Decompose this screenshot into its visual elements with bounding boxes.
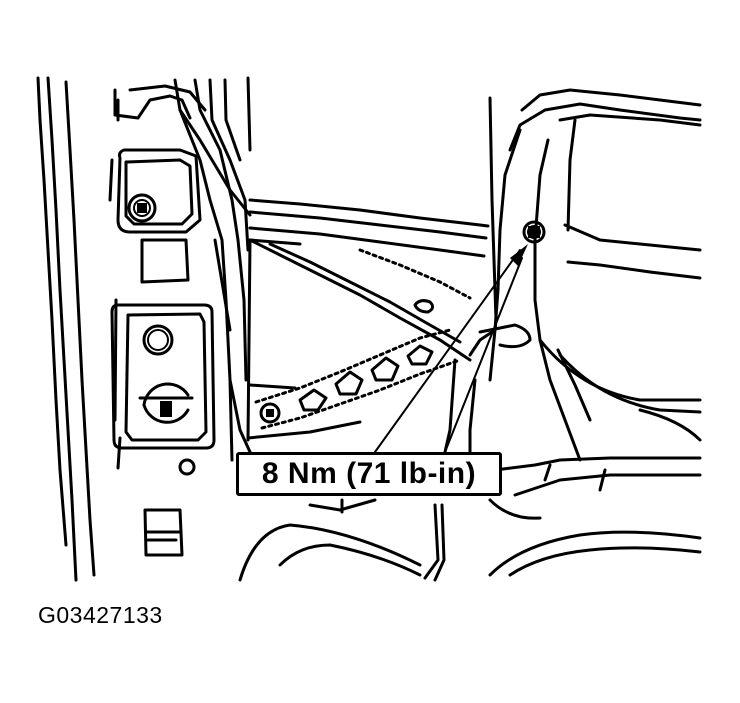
diagonal-panel <box>246 238 472 442</box>
small-tab <box>140 238 190 284</box>
trim-bars <box>248 198 490 258</box>
center-pillar <box>173 76 252 462</box>
torque-label: 8 Nm (71 lb-in) <box>261 457 477 490</box>
small-hole <box>178 458 196 476</box>
mid-verticals <box>443 328 497 454</box>
bolt-upper-left <box>127 193 157 223</box>
leader-lines <box>374 244 528 453</box>
lattice-strip <box>246 328 462 440</box>
right-door-frame <box>478 88 702 462</box>
switch-housing <box>110 303 216 450</box>
lower-left-block <box>143 508 184 557</box>
torque-callout: 8 Nm (71 lb-in) <box>236 452 502 496</box>
arrowhead <box>510 244 528 266</box>
figure-id: G03427133 <box>38 602 163 628</box>
lower-right-curves <box>488 338 702 577</box>
bolt-upper-right <box>522 220 546 244</box>
lower-center-curves <box>238 498 446 582</box>
left-pillar-lines <box>36 76 122 582</box>
